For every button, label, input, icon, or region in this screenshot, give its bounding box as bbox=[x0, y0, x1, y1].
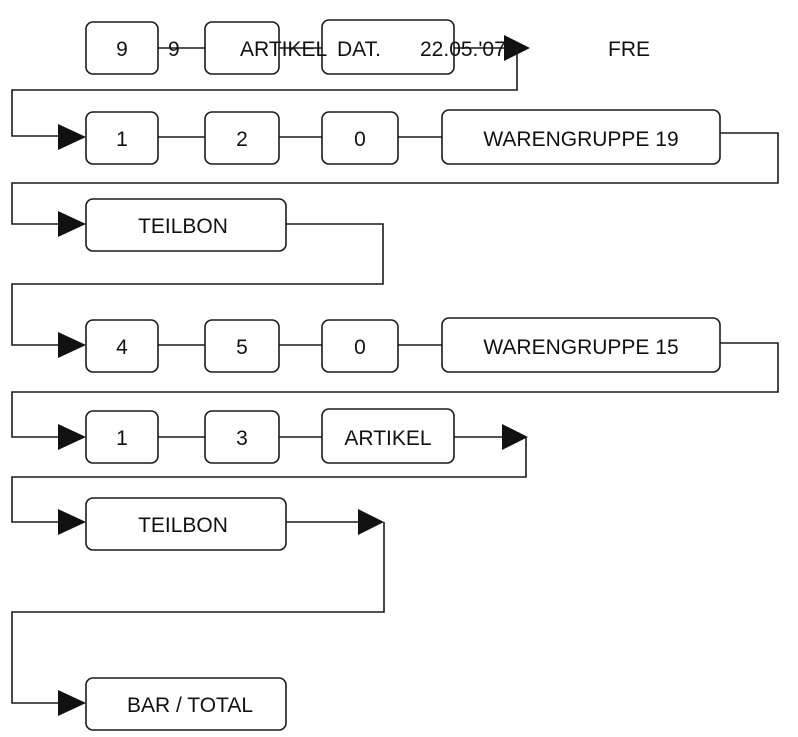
key-artikel: ARTIKEL bbox=[321, 408, 455, 464]
connector-return bbox=[11, 223, 384, 346]
key-warengruppe-15-label: WARENGRUPPE 15 bbox=[483, 336, 678, 359]
connector-return bbox=[11, 132, 779, 225]
key-1-label: 1 bbox=[116, 427, 128, 450]
key-1-label: 1 bbox=[116, 128, 128, 151]
key-3: 3 bbox=[204, 410, 280, 464]
header-artikel-label: ARTIKEL bbox=[240, 38, 327, 61]
connector-return bbox=[11, 48, 518, 137]
key-9-label: 9 bbox=[116, 38, 128, 61]
arrow-head bbox=[502, 424, 528, 450]
header-digit-9: 9 bbox=[168, 38, 180, 61]
key-5-label: 5 bbox=[236, 336, 248, 359]
key-0-label: 0 bbox=[354, 128, 366, 151]
key-1: 1 bbox=[85, 111, 159, 165]
header-date-value: 22.05.'07 bbox=[420, 38, 506, 61]
key-teilbon-label: TEILBON bbox=[138, 215, 228, 238]
arrow-head bbox=[58, 424, 86, 450]
key-bar-total-label: BAR / TOTAL bbox=[127, 694, 253, 717]
key-0-label: 0 bbox=[354, 336, 366, 359]
key-2: 2 bbox=[204, 111, 280, 165]
connector-return bbox=[11, 522, 385, 704]
arrow-head bbox=[58, 211, 86, 237]
connector-return bbox=[11, 342, 779, 438]
arrow-head bbox=[58, 690, 86, 716]
key-teilbon: TEILBON bbox=[85, 198, 287, 252]
key-1: 1 bbox=[85, 410, 159, 464]
connector-return bbox=[11, 437, 527, 523]
key-4-label: 4 bbox=[116, 336, 128, 359]
header-fre-label: FRE bbox=[608, 38, 650, 61]
key-warengruppe-19-label: WARENGRUPPE 19 bbox=[483, 128, 678, 151]
key-teilbon-label: TEILBON bbox=[138, 514, 228, 537]
key-0: 0 bbox=[321, 319, 399, 373]
key-5: 5 bbox=[204, 319, 280, 373]
key-warengruppe-15: WARENGRUPPE 15 bbox=[441, 317, 721, 373]
key-bar-total: BAR / TOTAL bbox=[85, 677, 287, 731]
key-0: 0 bbox=[321, 111, 399, 165]
key-3-label: 3 bbox=[236, 427, 248, 450]
header-dat-label: DAT. bbox=[337, 38, 381, 61]
key-artikel-label: ARTIKEL bbox=[344, 427, 431, 450]
key-warengruppe-19: WARENGRUPPE 19 bbox=[441, 109, 721, 165]
arrow-head bbox=[58, 332, 86, 358]
arrow-head bbox=[58, 124, 86, 150]
key-2-label: 2 bbox=[236, 128, 248, 151]
arrow-head bbox=[58, 509, 86, 535]
key-4: 4 bbox=[85, 319, 159, 373]
key-9: 9 bbox=[85, 21, 159, 75]
key-dat bbox=[321, 19, 455, 75]
key-teilbon: TEILBON bbox=[85, 497, 287, 551]
arrow-head bbox=[358, 509, 384, 535]
